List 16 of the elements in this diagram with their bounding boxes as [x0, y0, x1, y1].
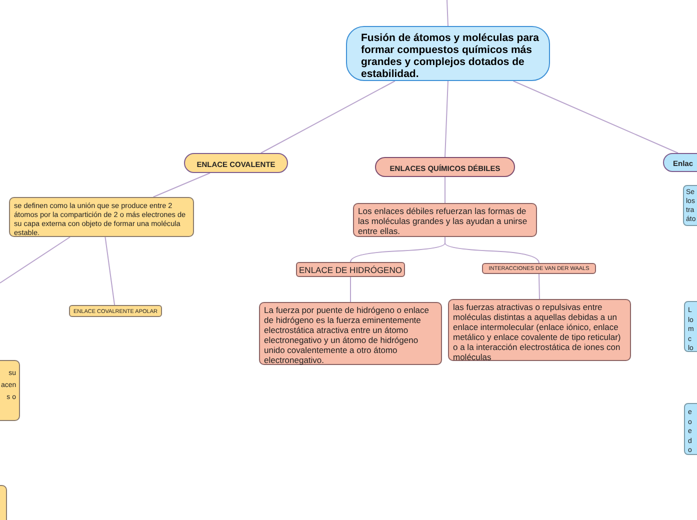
note-box: La fuerza por puente de hidrógeno o enlace de hidrógeno es la fuerza eminentemente electrostática atractiva entre un átomo electronegativo y un átomo de hidrógeno unido covalentemente a otro átomo electronegativo. [259, 302, 442, 365]
connector-line [538, 274, 540, 300]
topic-box: Fusión de átomos y moléculas para formar compuestos químicos más grandes y complejos dotados de estabilidad. [346, 26, 550, 81]
connector-line [444, 80, 448, 158]
connector-line [260, 80, 396, 154]
connector-line [446, 0, 448, 26]
connector-line [350, 276, 351, 302]
connector-line [444, 236, 540, 264]
connector-line [152, 172, 210, 198]
connector-line [512, 80, 678, 154]
connector-line [104, 236, 116, 306]
connector-line [0, 236, 71, 284]
note-box: las fuerzas atractivas o repulsivas entre moléculas distintas a aquellas debidas a un enlace intermolecular (enlace iónico, enlace metálico y enlace covalente de tipo reticular) o a la interacción electrostática de iones con moléculas [448, 299, 631, 361]
note-box: Los enlaces débiles refuerzan las formas de las moléculas grandes y las ayudan a unirse entre ellas. [353, 203, 537, 237]
connector-line [444, 176, 446, 204]
subtopic-box: ENLACE DE HIDRÓGENO [296, 262, 405, 277]
